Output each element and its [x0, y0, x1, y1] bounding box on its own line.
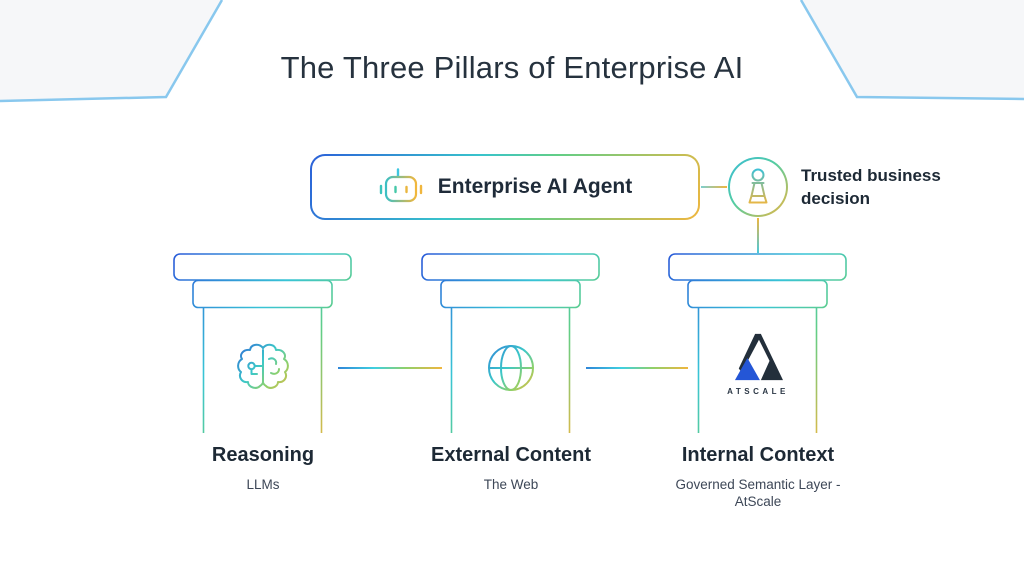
brain-icon [237, 343, 289, 389]
connector-agent-to-outcome [701, 186, 727, 188]
pillar-structure-internal-context [668, 253, 847, 433]
connector-pillar1-pillar2 [338, 367, 442, 369]
atscale-logo-text: ATSCALE [727, 387, 789, 396]
globe-icon [488, 345, 534, 391]
pillar-title-reasoning: Reasoning [211, 444, 315, 466]
pillar-subtitle-internal-context: Governed Semantic Layer - AtScale [675, 477, 841, 509]
atscale-logo [734, 333, 783, 381]
pillar-title-internal-context: Internal Context [681, 444, 835, 466]
pillar-structure-external-content [421, 253, 600, 433]
connector-pillar2-pillar3 [586, 367, 688, 369]
trusted-decision-node [728, 157, 788, 217]
trusted-decision-inner [730, 159, 786, 215]
enterprise-ai-agent-label: Enterprise AI Agent [437, 175, 633, 198]
pillar-subtitle-external-content: The Web [483, 477, 539, 492]
robot-icon [379, 168, 422, 203]
pawn-icon [748, 168, 768, 204]
enterprise-ai-agent-inner: Enterprise AI Agent [312, 156, 698, 218]
page-title: The Three Pillars of Enterprise AI [280, 50, 744, 85]
trusted-decision-label: Trusted business decision [801, 166, 941, 208]
pillar-title-external-content: External Content [430, 444, 592, 466]
connector-outcome-to-pillar [757, 218, 759, 253]
enterprise-ai-agent-node: Enterprise AI Agent [310, 154, 700, 220]
pillar-subtitle-reasoning: LLMs [246, 477, 280, 492]
pillar-structure-reasoning [173, 253, 352, 433]
